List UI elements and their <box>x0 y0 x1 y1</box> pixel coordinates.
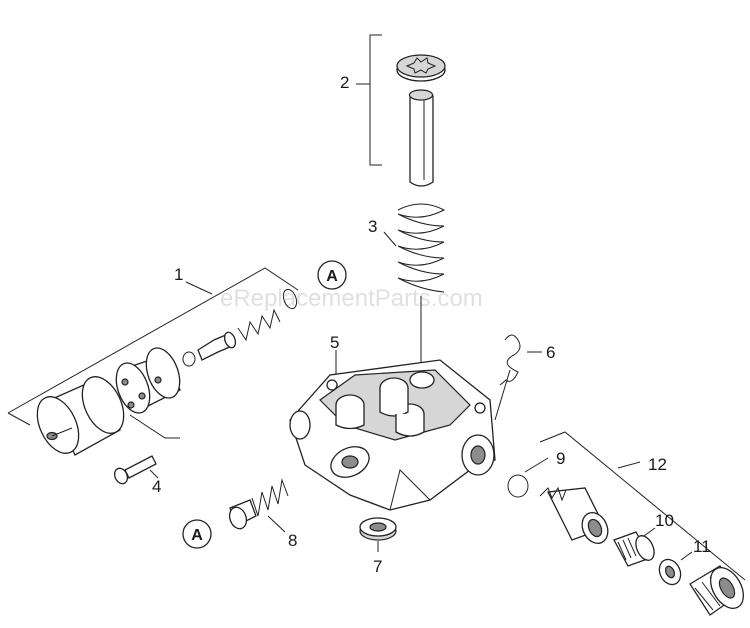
part-2-piston-assembly <box>356 34 446 187</box>
callout-6: 6 <box>546 343 555 362</box>
callout-9: 9 <box>556 449 565 468</box>
callout-11: 11 <box>693 537 711 556</box>
part-4-screw <box>113 414 180 485</box>
callout-7: 7 <box>373 557 382 576</box>
part-5-pump-head <box>289 350 496 511</box>
callout-10: 10 <box>655 511 674 530</box>
marker-a-top <box>317 260 347 290</box>
part-8-valve: A <box>182 478 289 549</box>
callout-8: 8 <box>288 531 297 550</box>
callout-1: 1 <box>174 265 183 284</box>
callout-2: 2 <box>340 73 349 92</box>
callout-4: 4 <box>152 477 161 496</box>
marker-a-top-label: A <box>326 268 338 285</box>
watermark: eReplacementParts.com <box>220 285 483 312</box>
part-12-fitting-assembly <box>507 431 746 616</box>
marker-a-bottom <box>182 519 212 549</box>
part-6-retaining-clip <box>494 334 542 421</box>
callout-3: 3 <box>368 217 377 236</box>
callout-12: 12 <box>648 455 667 474</box>
marker-a-bottom-label: A <box>191 527 203 544</box>
callout-5: 5 <box>330 333 339 352</box>
part-1-valve-assembly: A <box>7 260 347 456</box>
part-7-seal <box>359 517 397 552</box>
